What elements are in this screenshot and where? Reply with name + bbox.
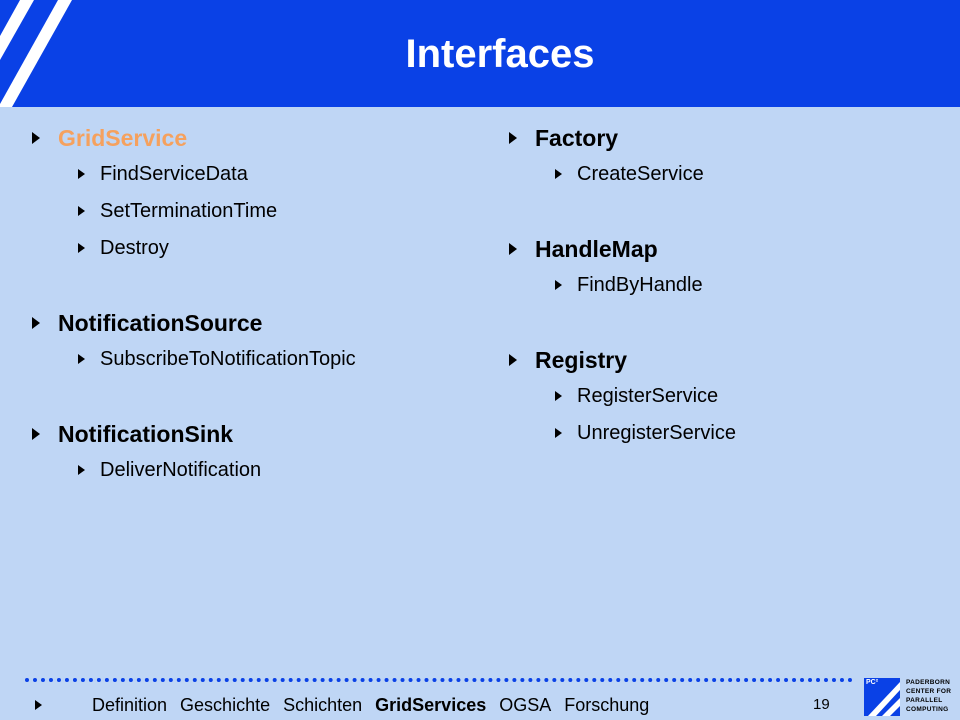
interface-heading-label: NotificationSource bbox=[58, 310, 263, 336]
bullet-arrow-icon bbox=[555, 391, 562, 401]
interface-heading: HandleMap bbox=[507, 231, 736, 267]
interface-heading-label: Registry bbox=[535, 347, 628, 373]
footer-nav-link-geschichte[interactable]: Geschichte bbox=[180, 695, 271, 715]
bullet-arrow-icon bbox=[509, 132, 517, 144]
logo-line: CENTER FOR bbox=[906, 688, 952, 695]
footer-dotted-divider bbox=[25, 678, 853, 682]
bullet-arrow-icon bbox=[509, 243, 517, 255]
footer-nav-link-definition[interactable]: Definition bbox=[92, 695, 168, 715]
logo-text: PADERBORN CENTER FOR PARALLEL COMPUTING bbox=[906, 678, 951, 714]
bullet-arrow-icon bbox=[32, 317, 40, 329]
bullet-arrow-icon bbox=[555, 280, 562, 290]
bullet-arrow-icon bbox=[78, 354, 85, 364]
footer-nav-link-forschung[interactable]: Forschung bbox=[564, 695, 650, 715]
operation-label: FindServiceData bbox=[100, 163, 248, 185]
bullet-arrow-icon bbox=[78, 243, 85, 253]
page-number: 19 bbox=[813, 696, 830, 713]
interface-heading: NotificationSink bbox=[30, 416, 356, 452]
interface-heading-label: GridService bbox=[58, 125, 188, 151]
bullet-arrow-icon bbox=[78, 169, 85, 179]
footer-nav-link-ogsa[interactable]: OGSA bbox=[499, 695, 552, 715]
logo-line: PARALLEL bbox=[906, 697, 943, 704]
operation-item: CreateService bbox=[507, 156, 736, 193]
operation-item: RegisterService bbox=[507, 378, 736, 415]
group-spacer bbox=[30, 267, 356, 305]
operation-item: Destroy bbox=[30, 230, 356, 267]
operation-item: FindByHandle bbox=[507, 267, 736, 304]
operation-label: CreateService bbox=[577, 163, 704, 185]
slide-title: Interfaces bbox=[405, 32, 595, 76]
operation-label: SetTerminationTime bbox=[100, 200, 278, 222]
operation-label: FindByHandle bbox=[577, 274, 703, 296]
logo-line: COMPUTING bbox=[906, 706, 949, 713]
bullet-arrow-icon bbox=[555, 169, 562, 179]
operation-label: RegisterService bbox=[577, 385, 719, 407]
operation-item: SetTerminationTime bbox=[30, 193, 356, 230]
group-spacer bbox=[30, 378, 356, 416]
interface-heading: NotificationSource bbox=[30, 305, 356, 341]
operation-label: Destroy bbox=[100, 237, 169, 259]
pc2-logo: PC² PADERBORN CENTER FOR PARALLEL COMPUT… bbox=[864, 678, 954, 718]
operation-item: SubscribeToNotificationTopic bbox=[30, 341, 356, 378]
operation-item: DeliverNotification bbox=[30, 452, 356, 489]
bullet-arrow-icon bbox=[78, 206, 85, 216]
operation-label: DeliverNotification bbox=[100, 459, 262, 481]
bullet-arrow-icon bbox=[32, 428, 40, 440]
header-stripes-decoration bbox=[0, 0, 72, 107]
operation-label: SubscribeToNotificationTopic bbox=[100, 348, 356, 370]
group-spacer bbox=[507, 304, 736, 342]
bullet-arrow-icon bbox=[32, 132, 40, 144]
footer-nav-link-gridservices[interactable]: GridServices bbox=[375, 695, 487, 715]
interface-heading: GridService bbox=[30, 120, 356, 156]
interface-heading: Factory bbox=[507, 120, 736, 156]
footer-nav-link-schichten[interactable]: Schichten bbox=[283, 695, 363, 715]
bullet-arrow-icon bbox=[509, 354, 517, 366]
operation-item: UnregisterService bbox=[507, 415, 736, 452]
operation-item: FindServiceData bbox=[30, 156, 356, 193]
operation-label: UnregisterService bbox=[577, 422, 736, 444]
interface-heading-label: HandleMap bbox=[535, 236, 658, 262]
bullet-arrow-icon bbox=[78, 465, 85, 475]
interface-heading-label: NotificationSink bbox=[58, 421, 234, 447]
slide-header: Interfaces bbox=[0, 0, 960, 107]
footer-arrow-icon bbox=[35, 700, 42, 710]
footer-nav: Definition Geschichte Schichten GridService… bbox=[92, 694, 662, 716]
group-spacer bbox=[507, 193, 736, 231]
bullet-arrow-icon bbox=[555, 428, 562, 438]
interface-heading-label: Factory bbox=[535, 125, 619, 151]
logo-mark-text: PC² bbox=[866, 679, 879, 686]
logo-line: PADERBORN bbox=[906, 679, 951, 686]
logo-mark-icon: PC² bbox=[864, 678, 900, 716]
interface-heading: Registry bbox=[507, 342, 736, 378]
